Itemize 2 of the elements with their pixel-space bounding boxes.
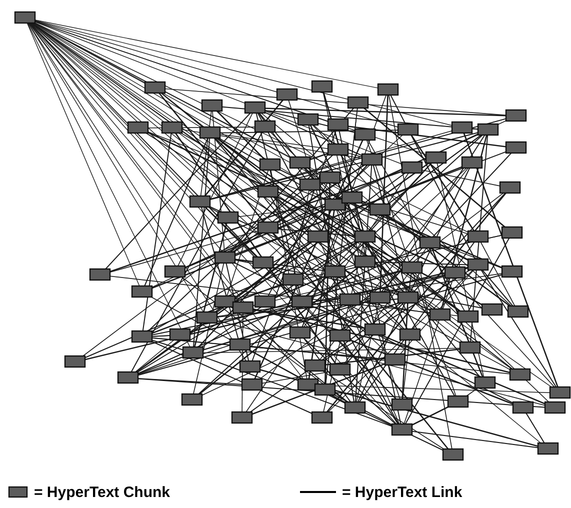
legend-label: = HyperText Link xyxy=(342,484,462,500)
legend-label: = HyperText Chunk xyxy=(34,484,170,500)
